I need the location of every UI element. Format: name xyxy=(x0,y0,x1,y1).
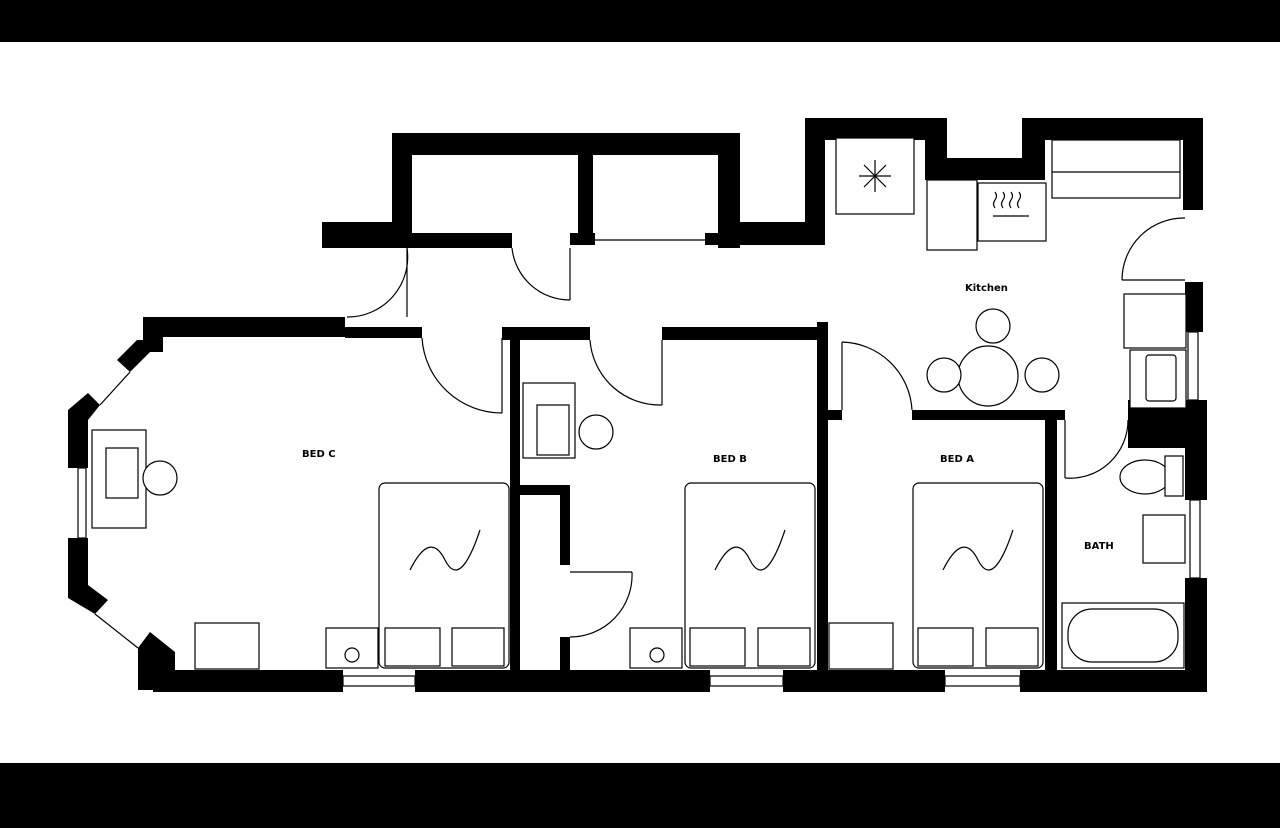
floor-plan-drawing xyxy=(68,118,1207,692)
stove xyxy=(977,182,1047,242)
bedroom-furniture xyxy=(91,382,1044,670)
toilet xyxy=(1119,459,1171,495)
heat-icon xyxy=(992,191,1029,217)
room-label-bed-a: BED A xyxy=(940,454,974,465)
snowflake-icon xyxy=(859,160,891,192)
doors xyxy=(346,217,1186,638)
dresser-a xyxy=(828,622,894,670)
floor-plan: BED C BED B BED A BATH Kitchen xyxy=(0,42,1280,763)
windows xyxy=(77,331,1201,687)
room-label-kitchen: Kitchen xyxy=(965,283,1008,294)
bed-b xyxy=(684,482,816,669)
walls xyxy=(68,118,1207,692)
kitchen-fixtures xyxy=(835,137,1187,409)
dining-table xyxy=(957,345,1019,407)
room-label-bed-c: BED C xyxy=(302,449,336,460)
bath-fixtures xyxy=(1061,455,1186,669)
bed-a xyxy=(912,482,1044,669)
room-label-bath: BATH xyxy=(1084,541,1114,552)
room-label-bed-b: BED B xyxy=(713,454,747,465)
bed-c xyxy=(378,482,510,669)
counter xyxy=(1051,139,1181,199)
bath-sink xyxy=(1142,514,1186,564)
dresser-c xyxy=(194,622,260,670)
